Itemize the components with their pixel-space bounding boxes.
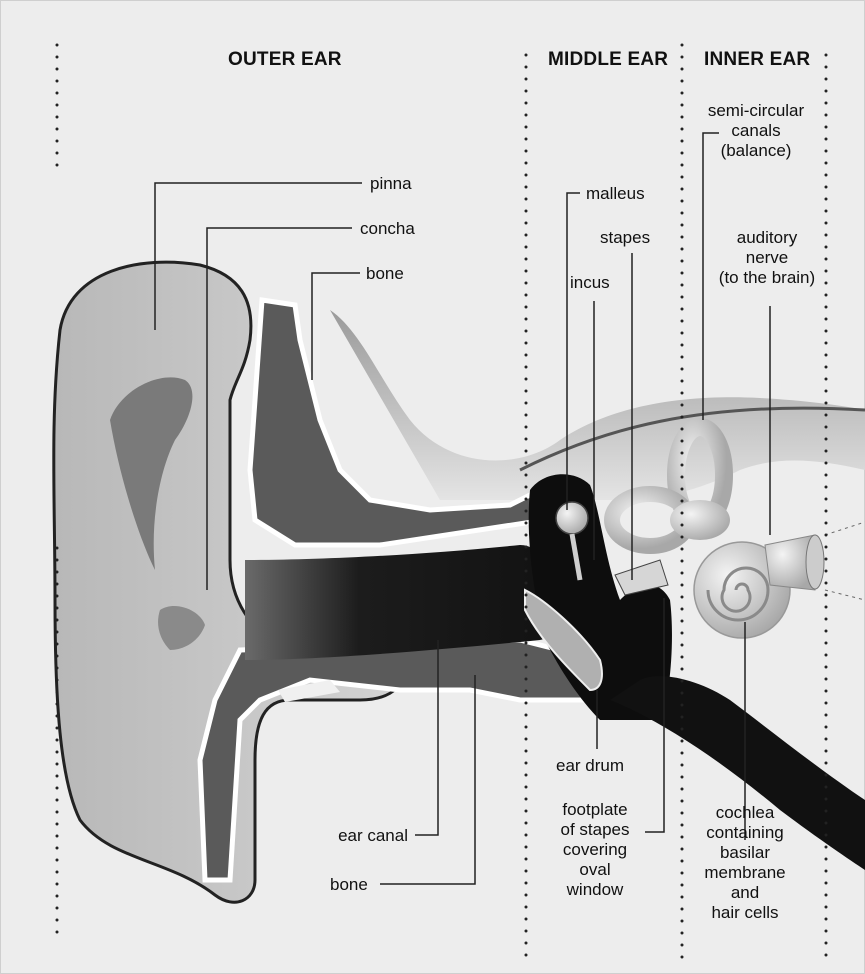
label-concha: concha bbox=[360, 219, 415, 239]
label-ear-canal: ear canal bbox=[300, 826, 408, 846]
nerve-end bbox=[806, 535, 824, 589]
label-pinna: pinna bbox=[370, 174, 412, 194]
leader-bone-bottom bbox=[380, 675, 475, 884]
nerve-extension-top bbox=[825, 522, 865, 535]
vestibule bbox=[670, 500, 730, 540]
inner-ear-heading: INNER EAR bbox=[704, 50, 810, 70]
malleus-shape bbox=[556, 502, 588, 534]
label-footplate: footplate of stapes covering oval window bbox=[545, 800, 645, 900]
label-ear-drum: ear drum bbox=[556, 756, 624, 776]
label-auditory-nerve: auditory nerve (to the brain) bbox=[702, 228, 832, 288]
label-bone-top: bone bbox=[366, 264, 404, 284]
label-incus: incus bbox=[570, 273, 610, 293]
label-malleus: malleus bbox=[586, 184, 645, 204]
middle-ear-heading: MIDDLE EAR bbox=[548, 50, 668, 70]
label-bone-bottom: bone bbox=[330, 875, 368, 895]
label-semicircular-canals: semi-circular canals (balance) bbox=[686, 101, 826, 161]
label-cochlea: cochlea containing basilar membrane and … bbox=[690, 803, 800, 923]
label-stapes: stapes bbox=[600, 228, 650, 248]
outer-ear-heading: OUTER EAR bbox=[228, 50, 342, 70]
skull-bone-band bbox=[330, 310, 865, 500]
leader-bone-top bbox=[312, 273, 360, 380]
nerve-extension-bottom bbox=[825, 590, 865, 600]
